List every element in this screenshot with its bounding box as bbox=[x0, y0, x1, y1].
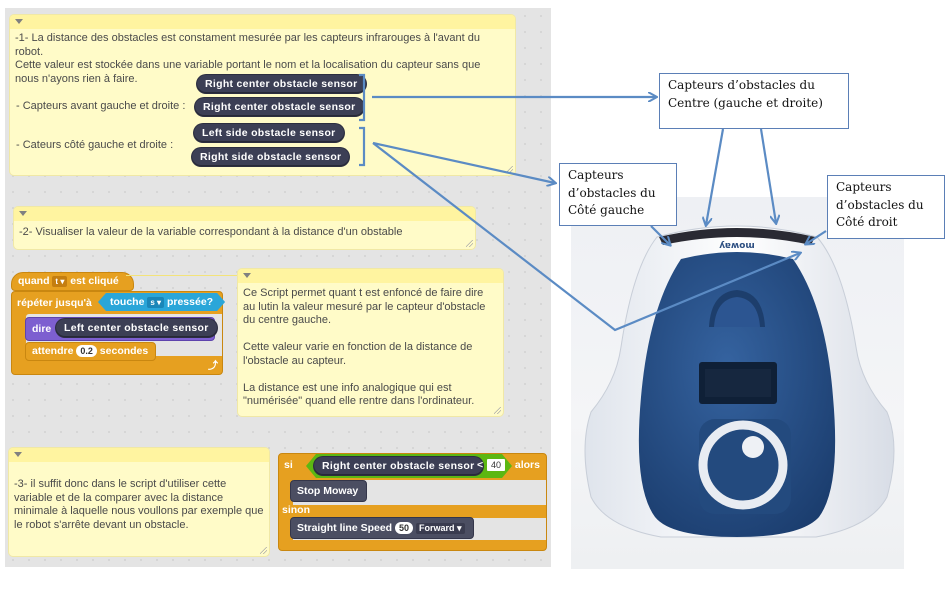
wait-prefix: attendre bbox=[32, 345, 74, 357]
annotation-centre-sensors: Capteurs d’obstacles du Centre (gauche e… bbox=[659, 73, 849, 129]
straight-line-label: Straight line Speed bbox=[297, 522, 393, 534]
sensing-prefix: touche bbox=[110, 296, 145, 308]
hat-suffix: est cliqué bbox=[70, 275, 119, 287]
say-label: dire bbox=[32, 323, 52, 335]
collapse-triangle-icon[interactable] bbox=[243, 273, 251, 278]
front-sensors-label: - Capteurs avant gauche et droite : bbox=[16, 100, 186, 112]
sensing-suffix: pressée? bbox=[166, 296, 214, 308]
comment-text: -3- il suffit donc dans le script d'util… bbox=[14, 478, 267, 531]
reporter-left-side-obstacle-sensor[interactable]: Left side obstacle sensor bbox=[194, 124, 344, 142]
comment-header[interactable] bbox=[10, 15, 515, 29]
hat-prefix: quand bbox=[18, 275, 50, 287]
moway-robot-photo: moway bbox=[571, 197, 904, 569]
comment-header[interactable] bbox=[238, 269, 503, 283]
side-sensors-label: - Cateurs côté gauche et droite : bbox=[16, 139, 174, 151]
key-value: t bbox=[55, 276, 59, 286]
annotation-right-side-sensors: Capteurs d’obstacles du Côté droit bbox=[827, 175, 945, 239]
reporter-right-center-obstacle-sensor[interactable]: Right center obstacle sensor bbox=[314, 457, 483, 475]
then-label: alors bbox=[514, 459, 540, 471]
reporter-right-side-obstacle-sensor[interactable]: Right side obstacle sensor bbox=[192, 148, 350, 166]
comment-header[interactable] bbox=[14, 207, 475, 221]
comment-script-explanation[interactable]: Ce Script permet quant t est enfoncé de … bbox=[238, 269, 503, 416]
collapse-triangle-icon[interactable] bbox=[19, 211, 27, 216]
key-dropdown[interactable]: t ▾ bbox=[52, 275, 68, 287]
direction-value: Forward bbox=[418, 522, 455, 533]
wait-block[interactable]: attendre 0.2 secondes bbox=[25, 342, 156, 361]
collapse-triangle-icon[interactable] bbox=[15, 19, 23, 24]
sensing-key-dropdown[interactable]: s ▾ bbox=[147, 297, 164, 308]
comment-visualize[interactable]: -2- Visualiser la valeur de la variable … bbox=[14, 207, 475, 249]
collapse-triangle-icon[interactable] bbox=[14, 452, 22, 457]
annotation-left-side-sensors: Capteurs d’obstacles du Côté gauche bbox=[559, 163, 677, 226]
comment-compare-distance[interactable]: -3- il suffit donc dans le script d'util… bbox=[9, 448, 269, 556]
comment-connector-line bbox=[126, 275, 238, 276]
stop-moway-label: Stop Moway bbox=[297, 485, 359, 497]
moway-logo: moway bbox=[719, 240, 755, 250]
direction-dropdown[interactable]: Forward ▾ bbox=[415, 522, 465, 534]
key-pressed-condition[interactable]: touche s ▾ pressée? bbox=[98, 293, 225, 311]
comment-text: -1- La distance des obstacles est consta… bbox=[15, 32, 481, 85]
else-label: sinon bbox=[282, 504, 310, 516]
hat-block-when-key-pressed[interactable]: quand t ▾ est cliqué bbox=[11, 272, 134, 291]
operator-symbol: < bbox=[477, 459, 484, 471]
reporter-right-center-obstacle-sensor[interactable]: Right center obstacle sensor bbox=[195, 98, 364, 116]
repeat-label: répéter jusqu'à bbox=[17, 297, 92, 309]
moway-robot-illustration: moway bbox=[584, 225, 895, 538]
resize-handle-icon[interactable] bbox=[260, 547, 267, 554]
resize-handle-icon[interactable] bbox=[506, 166, 513, 173]
loop-arrow-icon: ⤴ bbox=[208, 361, 218, 372]
speed-input[interactable]: 50 bbox=[395, 522, 414, 535]
sensing-key-value: s bbox=[150, 297, 155, 307]
resize-handle-icon[interactable] bbox=[466, 240, 473, 247]
reporter-right-center-obstacle-sensor[interactable]: Right center obstacle sensor bbox=[197, 75, 366, 93]
threshold-input[interactable]: 40 bbox=[487, 459, 506, 471]
straight-line-block[interactable]: Straight line Speed 50 Forward ▾ bbox=[290, 517, 474, 539]
wait-suffix: secondes bbox=[99, 345, 149, 357]
stop-moway-block[interactable]: Stop Moway bbox=[290, 480, 367, 502]
comment-header[interactable] bbox=[9, 448, 269, 462]
resize-handle-icon[interactable] bbox=[494, 407, 501, 414]
reporter-left-center-obstacle-sensor[interactable]: Left center obstacle sensor bbox=[56, 319, 217, 337]
comment-text: -2- Visualiser la valeur de la variable … bbox=[19, 226, 403, 238]
if-label: si bbox=[284, 459, 293, 471]
wait-seconds-input[interactable]: 0.2 bbox=[76, 345, 97, 358]
comment-text: Ce Script permet quant t est enfoncé de … bbox=[243, 287, 486, 407]
